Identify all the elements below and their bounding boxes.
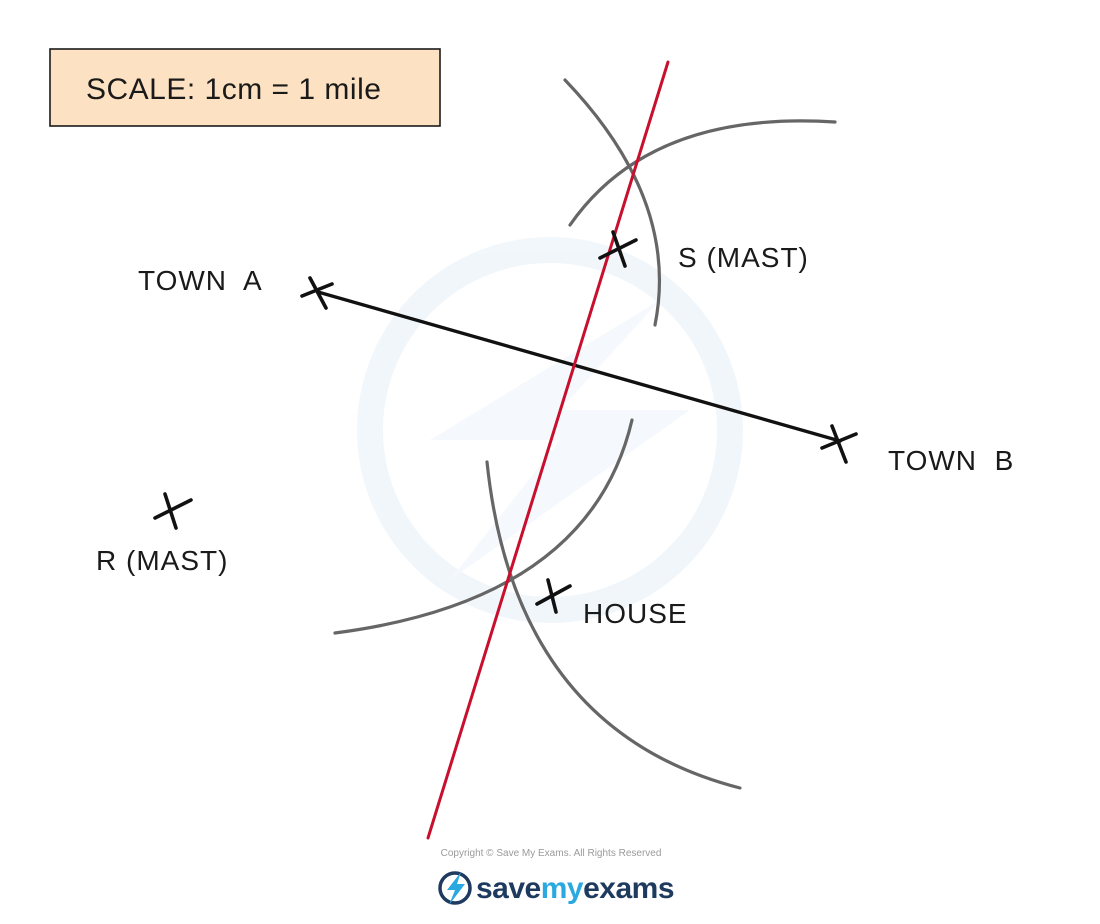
house-label: HOUSE: [583, 598, 688, 629]
town-a-label: TOWN A: [138, 265, 263, 296]
r-mast-cross: [153, 492, 193, 530]
house-cross: [535, 578, 572, 614]
brand-logo: savemyexams: [438, 871, 675, 905]
arc-top-horizontal: [568, 119, 837, 227]
arc-bottom-vertical: [485, 460, 742, 790]
brand-my: my: [541, 872, 584, 905]
brand-save: save: [476, 872, 541, 905]
brand-exams: exams: [583, 872, 674, 905]
arc-bottom-horizontal: [333, 418, 634, 635]
s-mast-label: S (MAST): [678, 242, 809, 273]
scale-box: SCALE: 1cm = 1 mile: [49, 48, 441, 127]
perpendicular-bisector: [426, 60, 670, 840]
r-mast-label: R (MAST): [96, 545, 228, 576]
svg-text:savemyexams: savemyexams: [476, 872, 674, 905]
arc-top-vertical: [563, 78, 662, 327]
scale-text: SCALE: 1cm = 1 mile: [86, 73, 381, 106]
town-b-cross: [820, 424, 858, 464]
town-b-label: TOWN B: [888, 445, 1014, 476]
watermark-logo: [357, 237, 743, 623]
copyright-text: Copyright © Save My Exams. All Rights Re…: [441, 848, 662, 859]
lightning-icon: [438, 871, 472, 905]
town-a-cross: [300, 276, 334, 310]
s-mast-cross: [598, 230, 638, 268]
segment-town-a-to-town-b: [316, 290, 842, 443]
